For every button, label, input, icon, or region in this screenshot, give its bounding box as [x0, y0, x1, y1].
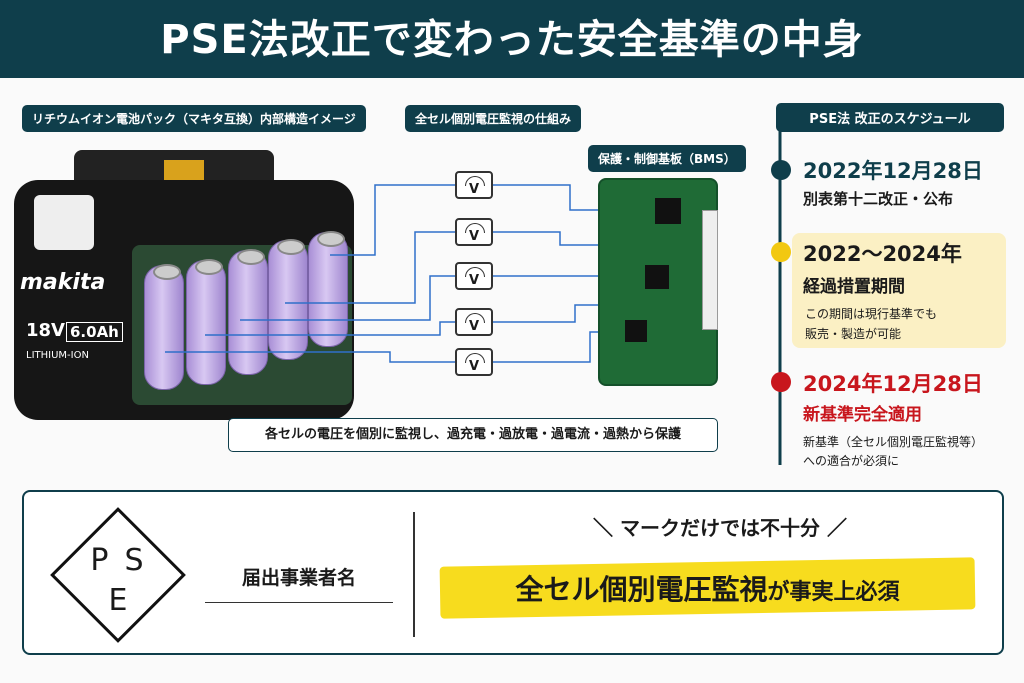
bms-board-illustration [598, 178, 718, 386]
battery-section-label: リチウムイオン電池パック（マキタ互換）内部構造イメージ [22, 105, 366, 132]
subheading: ＼ マークだけでは不十分 ／ [593, 516, 847, 540]
battery-cell [228, 249, 268, 375]
battery-voltage: 18V [26, 320, 65, 341]
battery-cell [144, 264, 184, 390]
battery-cell [186, 259, 226, 385]
timeline-dot [771, 372, 791, 392]
event-note: 販売・製造が可能 [805, 327, 902, 341]
timeline-dot [771, 160, 791, 180]
battery-cell [268, 239, 308, 360]
event-title: 経過措置期間 [803, 277, 905, 297]
battery-cell [308, 231, 348, 347]
event-note: 新基準（全セル個別電圧監視等） [803, 435, 984, 449]
event-date: 2022〜2024年 [803, 242, 962, 266]
notifier-name-label: 届出事業者名 [205, 563, 393, 603]
voltmeter-icon: V [455, 218, 493, 246]
timeline-dot [771, 242, 791, 262]
mechanism-section-label: 全セル個別電圧監視の仕組み [405, 105, 582, 132]
voltmeter-icon: V [455, 262, 493, 290]
page-title: PSE法改正で変わった安全基準の中身 [0, 0, 1024, 78]
divider [413, 512, 415, 637]
battery-pack-illustration: makita 18V 6.0Ah LITHIUM-ION [14, 150, 354, 420]
event-note: への適合が必須に [803, 454, 900, 468]
caption-box: 各セルの電圧を個別に監視し、過充電・過放電・過電流・過熱から保護 [228, 418, 718, 452]
pse-mark-logo: PS E [38, 505, 198, 645]
event-date: 2024年12月28日 [803, 372, 983, 396]
event-title: 別表第十二改正・公布 [803, 190, 954, 208]
voltmeter-icon: V [455, 171, 493, 199]
event-date: 2022年12月28日 [803, 159, 983, 183]
event-note: この期間は現行基準でも [805, 307, 938, 321]
battery-type: LITHIUM-ION [26, 350, 89, 361]
battery-brand: makita [20, 270, 106, 295]
bms-label: 保護・制御基板（BMS） [588, 145, 746, 172]
schedule-header: PSE法 改正のスケジュール [776, 103, 1004, 132]
voltmeter-icon: V [455, 348, 493, 376]
transition-period-box [792, 233, 1006, 348]
event-title: 新基準完全適用 [803, 405, 922, 425]
battery-capacity: 6.0Ah [66, 322, 123, 342]
voltmeter-icon: V [455, 308, 493, 336]
key-message: 全セル個別電圧監視が事実上必須 [515, 573, 900, 606]
